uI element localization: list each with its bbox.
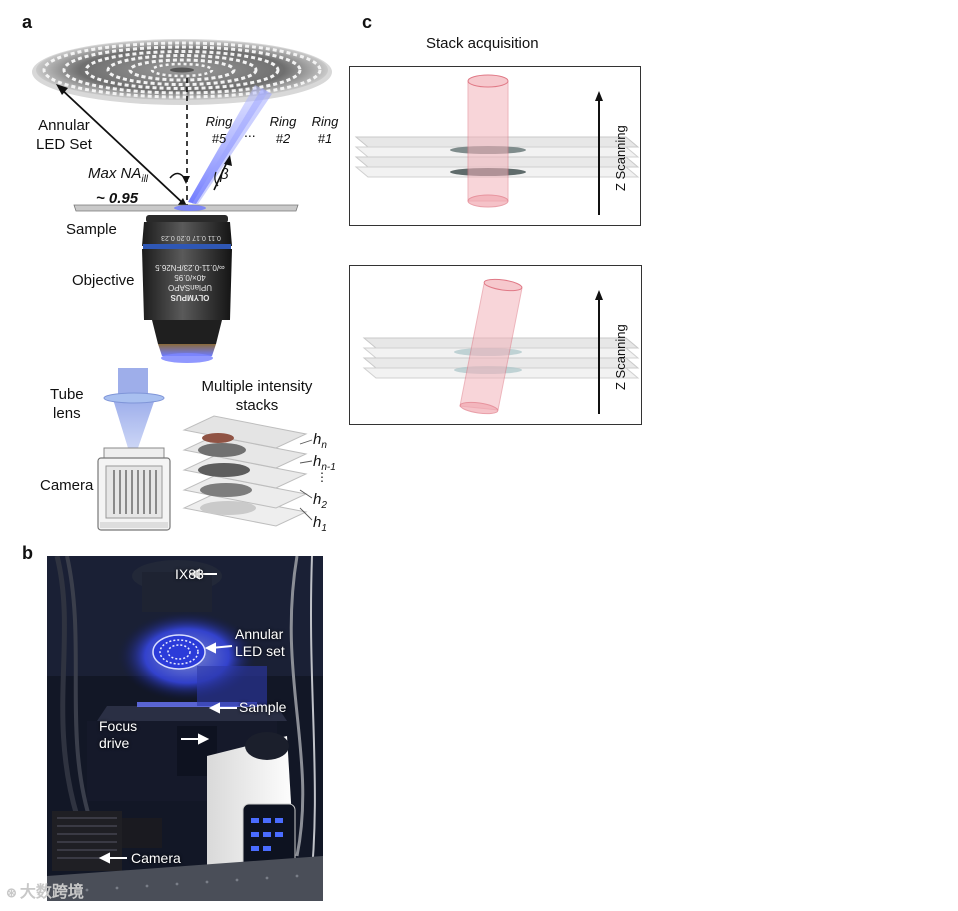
camera-body [97, 447, 171, 531]
hn1-text: h [313, 453, 322, 470]
ring-1-label-line1: Ring [311, 114, 339, 129]
ring-2-label-line2: #2 [275, 131, 291, 146]
h1-text: h [313, 514, 322, 531]
z-scanning-label-top: Z Scanning [613, 125, 628, 191]
objective-text-mag: 40×/0.95 [174, 273, 206, 282]
ring-ellipsis: ... [244, 124, 256, 140]
panel-label-a: a [22, 12, 33, 32]
hn1-sub: n-1 [321, 462, 336, 473]
watermark-text: 大数跨境 [19, 884, 84, 901]
focus-drive-line2: drive [99, 735, 130, 751]
straight-illumination-drawing [354, 74, 640, 215]
panel-label-c: c [362, 12, 373, 32]
ring-1-label: Ring #1 [308, 113, 342, 147]
annular-led-label-line2: LED Set [36, 136, 92, 153]
stack-label-h1: h1 [313, 513, 327, 538]
multiple-intensity-stacks-label: Multiple intensity stacks [196, 377, 318, 415]
annular-photo-line1: Annular [235, 626, 284, 642]
max-na-subscript: ill [141, 174, 149, 185]
objective-engraving: OLYMPUS UPlanSAPO 40×/0.95 ∞/0.11-0.23/F… [150, 262, 230, 302]
stack-label-h2: h2 [313, 490, 327, 515]
annular-led-disk [32, 39, 332, 105]
ring-5-label-line2: #5 [211, 131, 227, 146]
stacks-label-line1: Multiple intensity [201, 378, 313, 395]
ring-2-label: Ring #2 [266, 113, 300, 147]
tube-lens-label-line1: Tube [50, 386, 84, 403]
intensity-stacks-illustration [182, 415, 308, 527]
objective-collar-text: 0.11 0.17 0.20 0.23 [161, 234, 221, 241]
tube-lens-label: Tube lens [50, 385, 84, 423]
panel-a-illustration [32, 39, 332, 531]
panel-label-b: b [22, 543, 33, 563]
ring-1-label-line2: #1 [317, 131, 333, 146]
watermark-logo: ⊛大数跨境 [6, 878, 84, 902]
max-na-text: Max NA [88, 165, 142, 182]
max-na-value: ~ 0.95 [96, 190, 139, 207]
hn-text: h [313, 431, 322, 448]
h2-text: h [313, 491, 322, 508]
h2-sub: 2 [321, 500, 327, 511]
ring-5-label: Ring #5 [202, 113, 236, 147]
sample-label: Sample [66, 221, 117, 238]
microscope-photo: IX83 Annular LED set Sample Focus drive … [47, 556, 323, 901]
max-na-label: Max NAill ~ 0.95 [88, 164, 148, 208]
ix83-label: IX83 [175, 566, 204, 582]
beta-angle-label: β [220, 166, 229, 183]
stack-label-hn-1: hn-1 [313, 452, 336, 477]
watermark-icon: ⊛ [6, 885, 17, 900]
camera-photo-label: Camera [131, 850, 181, 866]
annular-led-label-line1: Annular [38, 117, 90, 134]
h1-sub: 1 [321, 523, 327, 534]
objective-lens [142, 215, 232, 363]
tube-lens-label-line2: lens [53, 405, 81, 422]
ring-5-label-line1: Ring [205, 114, 233, 129]
objective-text-model: UPlanSAPO [167, 283, 213, 292]
stack-label-hn: hn [313, 430, 327, 455]
annular-led-set-photo-label: Annular LED set [235, 626, 285, 660]
z-scanning-label-bottom: Z Scanning [613, 324, 628, 390]
microscope-photo-drawing [47, 556, 323, 901]
stack-acquisition-title: Stack acquisition [426, 35, 539, 52]
focus-drive-line1: Focus [99, 718, 138, 734]
stack-label-ellipsis: ⋮ [316, 470, 328, 484]
focus-drive-label: Focus drive [99, 718, 137, 752]
objective-text-olympus: OLYMPUS [170, 293, 210, 302]
tilted-illumination-drawing [362, 278, 640, 415]
sample-photo-label: Sample [239, 699, 287, 715]
stack-box-tilted: Z Scanning [349, 265, 642, 425]
annular-led-label: Annular LED Set [36, 116, 92, 154]
objective-text-spec: ∞/0.11-0.23/FN26.5 [155, 263, 225, 272]
objective-label: Objective [72, 272, 135, 289]
stack-box-straight: Z Scanning [349, 66, 641, 226]
annular-photo-line2: LED set [235, 643, 285, 659]
hn-sub: n [321, 440, 327, 451]
stacks-label-line2: stacks [235, 397, 279, 414]
ring-2-label-line1: Ring [269, 114, 297, 129]
camera-label: Camera [40, 477, 94, 494]
